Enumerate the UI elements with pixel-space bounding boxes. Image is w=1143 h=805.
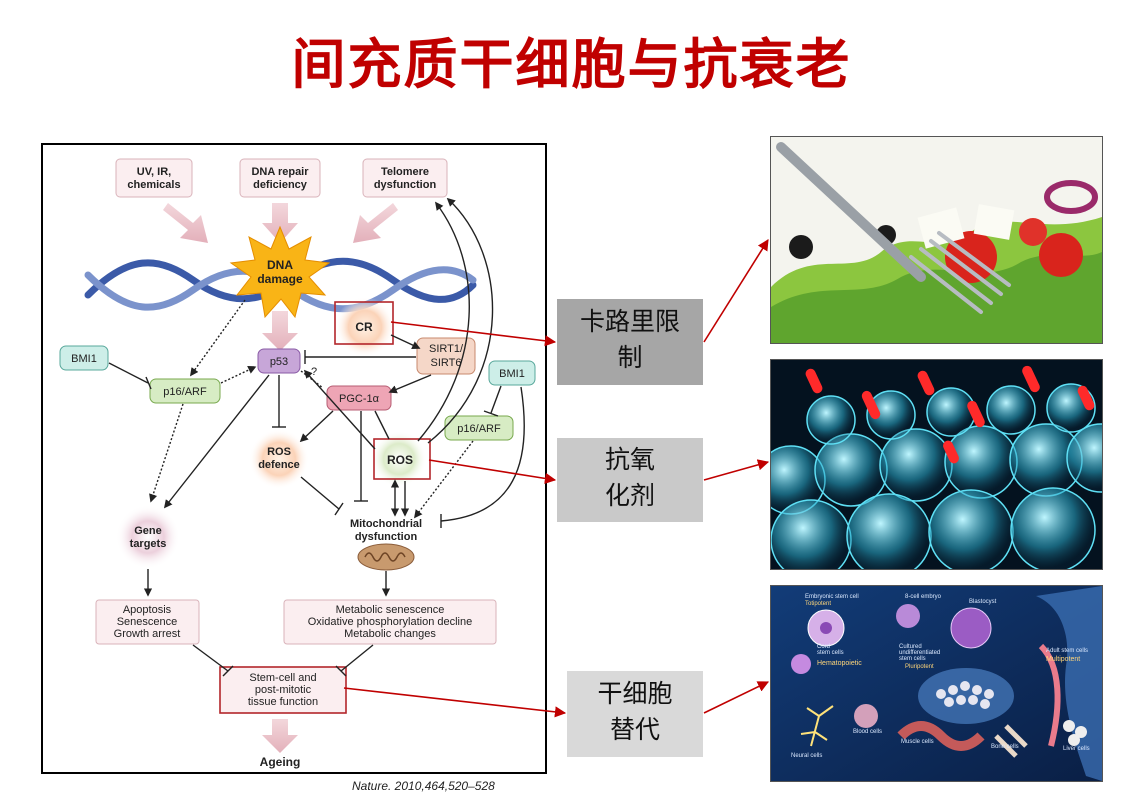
antioxidant-text: 抗氧 化剂 [604, 445, 655, 510]
cause-box-dna-repair [239, 158, 321, 198]
question-mark: ? [311, 366, 317, 378]
cause-arrow-dna-repair [262, 203, 298, 243]
page-title: 间充质干细胞与抗衰老 [291, 33, 852, 96]
arrow-stemcell-to-label [343, 687, 567, 718]
cause-arrow-uv [163, 203, 208, 243]
cr-glow [335, 297, 395, 357]
p53-label: p53 [270, 356, 288, 368]
ros-defence-glow [249, 429, 309, 489]
label-totipotent: Totipotent [805, 601, 832, 607]
mitochondrion-icon [357, 543, 415, 571]
label-pluripotent: Pluripotent [905, 664, 934, 670]
stem-cell-image: Embryonic stem cell Totipotent 8-cell em… [770, 585, 1103, 782]
label-liver: Liver cells [1063, 746, 1090, 752]
dna-damage-star [229, 225, 331, 319]
arrow-label-to-salad [703, 239, 769, 343]
label-cord: Cord stem cells [817, 644, 844, 656]
pgc-label: PGC-1α [339, 393, 380, 405]
arrow-label-to-stemcell [703, 681, 770, 714]
bmi1-right-label: BMI1 [499, 368, 525, 380]
p16-left-label: p16/ARF [163, 386, 207, 398]
label-blastocyst: Blastocyst [969, 599, 997, 605]
sirt-label: SIRT1/SIRT6 [429, 343, 464, 369]
label-multipotent: Multipotent [1046, 656, 1081, 663]
ros-glow [371, 431, 427, 487]
ros-label: ROS [387, 453, 413, 467]
cause-arrow-telomere [353, 203, 398, 243]
calorie-restriction-text: 卡路里限 制 [579, 307, 680, 372]
pathway-connectors [108, 197, 525, 677]
label-bone: Bone cells [991, 744, 1019, 750]
antioxidant-image [770, 359, 1103, 570]
p16-right-label: p16/ARF [457, 423, 501, 435]
ageing-arrow [262, 719, 298, 753]
label-muscle: Muscle cells [901, 739, 934, 745]
cause-box-telomere [362, 158, 448, 198]
cause-box-uv [115, 158, 193, 198]
damage-to-p53-arrow [262, 311, 298, 351]
stem-cell-replacement-label: 干细胞 替代 [567, 671, 703, 757]
bmi1-left-node [59, 345, 109, 371]
label-hematopoietic: Hematopoietic [817, 660, 862, 667]
cr-label: CR [355, 320, 373, 334]
antioxidant-label: 抗氧 化剂 [557, 438, 703, 522]
apoptosis-box [95, 599, 200, 645]
metabolic-box [283, 599, 497, 645]
stem-cell-replacement-text: 干细胞 替代 [597, 679, 673, 744]
label-adult: Adult stem cells [1046, 648, 1089, 654]
gene-targets-glow [116, 505, 180, 569]
ageing-label: Ageing [260, 755, 301, 769]
bmi1-right-node [488, 360, 536, 386]
arrow-label-to-antioxidant [703, 459, 770, 481]
arrow-cr-to-label [390, 321, 557, 347]
label-embryonic: Embryonic stem cell [805, 594, 859, 600]
label-neural: Neural cells [791, 753, 823, 759]
cause-label-uv: UV, IR,chemicals [127, 166, 180, 191]
pgc-node [326, 385, 392, 411]
label-eight-cell: 8-cell embryo [905, 594, 942, 600]
arrow-ros-to-label [428, 459, 557, 484]
calorie-restriction-label: 卡路里限 制 [557, 299, 703, 385]
salad-image [770, 136, 1103, 344]
citation: Nature. 2010,464,520–528 [352, 779, 495, 793]
p53-node [257, 348, 301, 374]
label-blood: Blood cells [853, 729, 883, 735]
ros-highlight-box [373, 438, 431, 480]
bmi1-left-label: BMI1 [71, 353, 97, 365]
p16-left-node [149, 378, 221, 404]
stem-cell-box [219, 666, 347, 714]
label-cultured: Cultured undifferentiated stem cells [899, 644, 941, 662]
